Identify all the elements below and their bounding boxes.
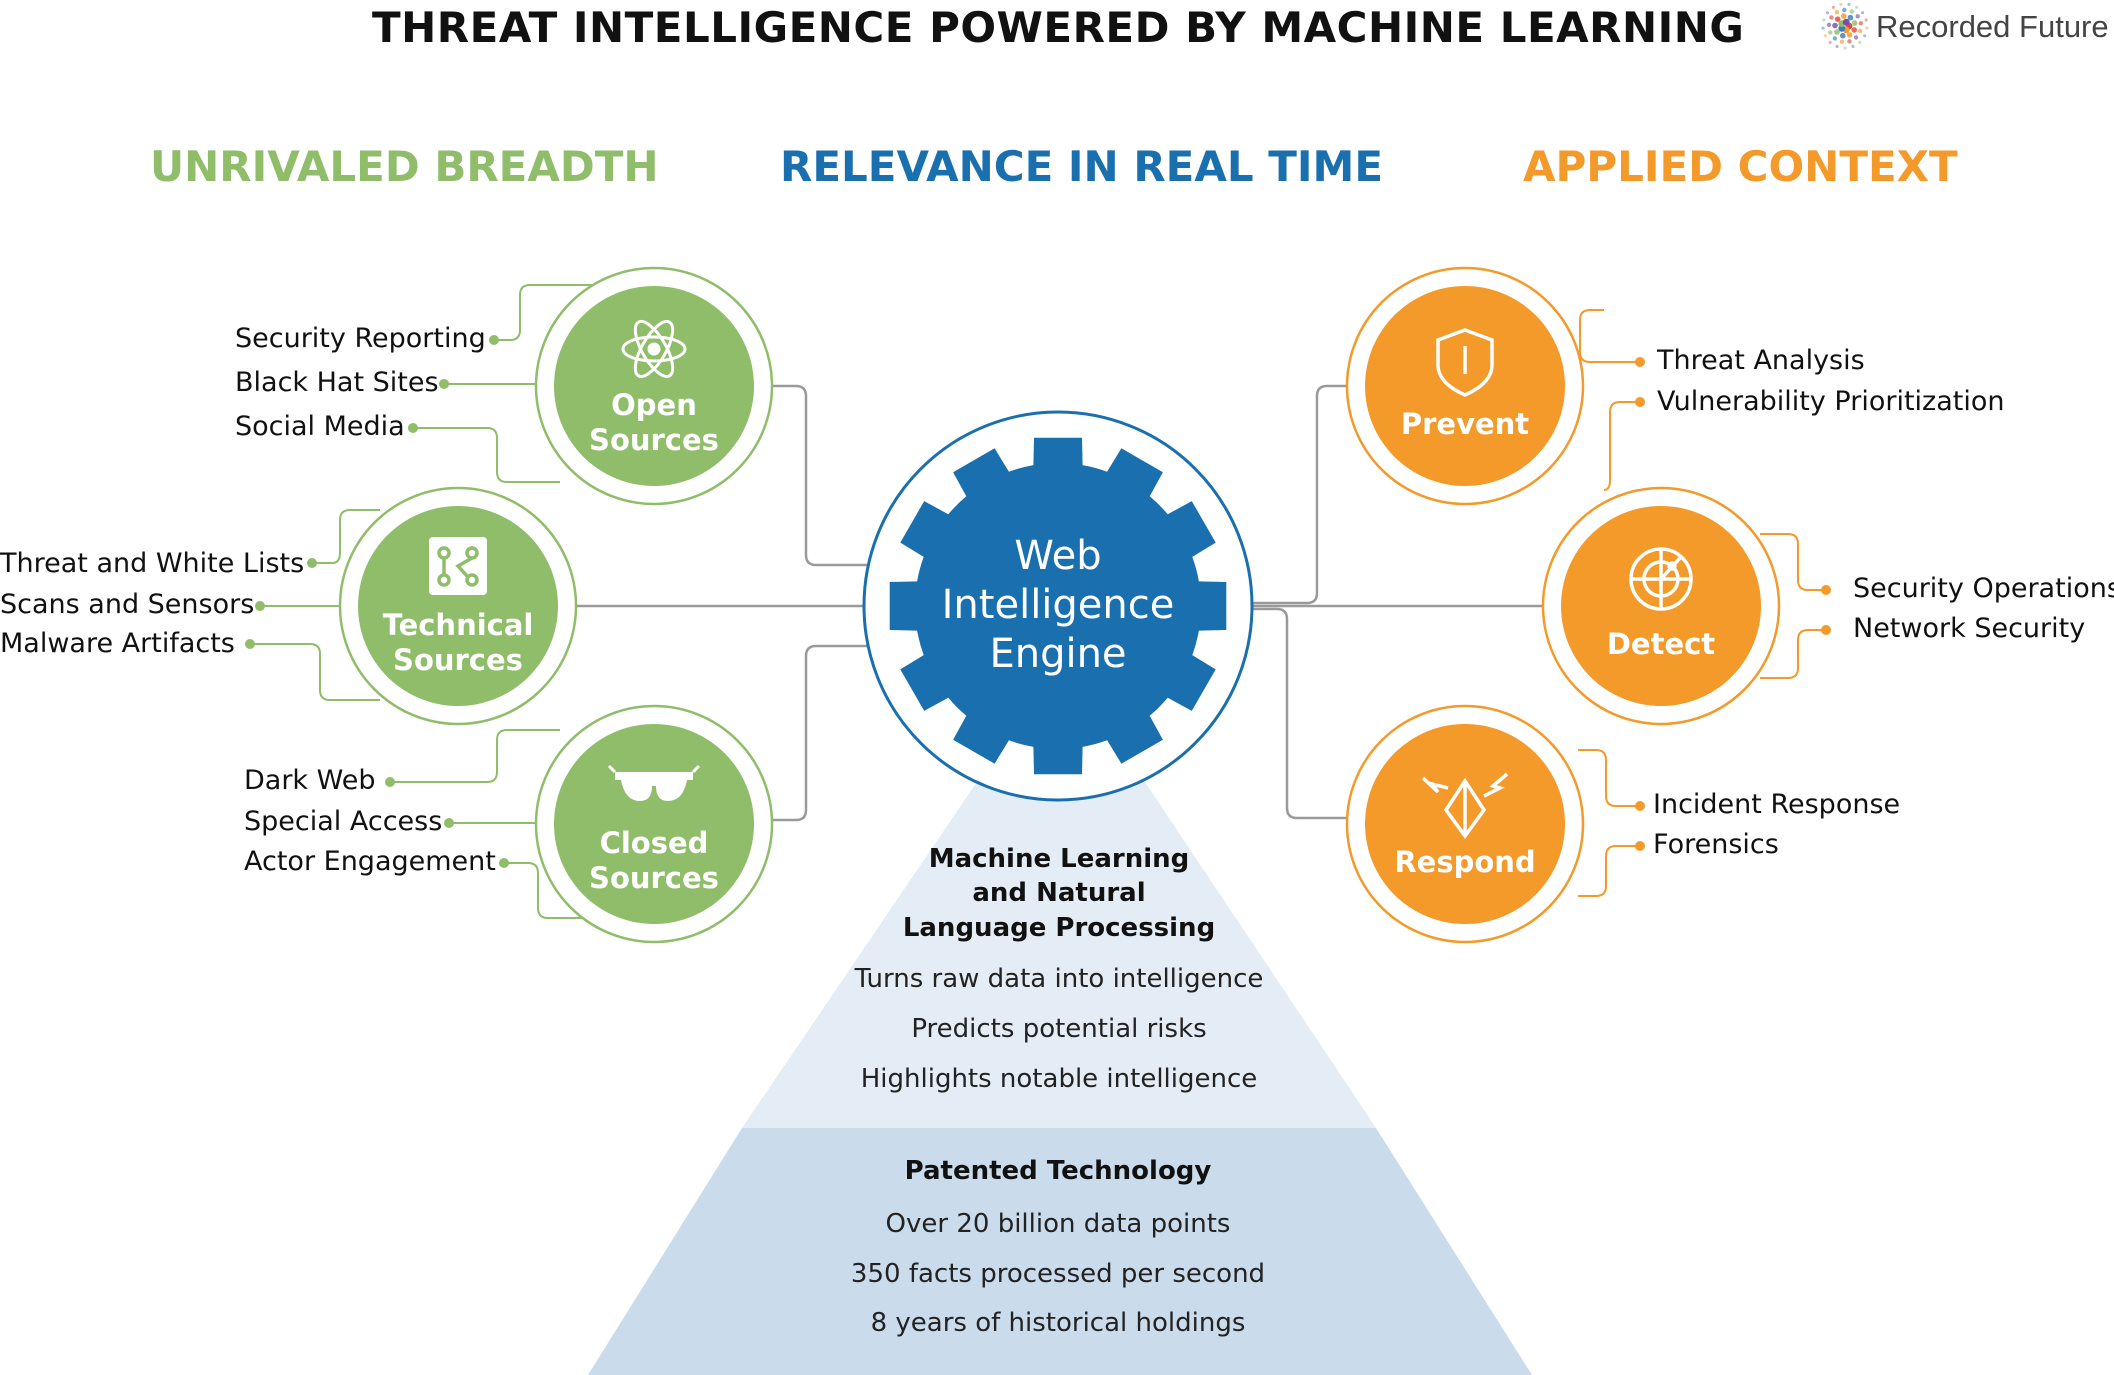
pyramid-upper-line: Predicts potential risks	[911, 1014, 1207, 1044]
source-connectors	[576, 384, 869, 822]
source-item: Actor Engagement	[244, 846, 496, 877]
source-label: Open Sources	[589, 388, 719, 457]
column-heading-left: UNRIVALED BREADTH	[150, 142, 659, 191]
column-heading-center: RELEVANCE IN REAL TIME	[780, 142, 1384, 191]
pyramid-upper-line: Turns raw data into intelligence	[854, 964, 1264, 994]
action-leaders	[1578, 309, 1826, 897]
source-item: Malware Artifacts	[0, 628, 235, 659]
sunglasses-icon	[607, 764, 701, 801]
source-technical	[338, 486, 578, 726]
source-item: Threat and White Lists	[0, 548, 305, 579]
action-leader-dots	[1635, 357, 1831, 851]
action-respond	[1345, 704, 1585, 944]
pyramid	[588, 770, 1532, 1375]
pyramid-lower-tier	[588, 1128, 1532, 1375]
source-leaders	[250, 284, 592, 919]
pyramid-upper-line: Highlights notable intelligence	[860, 1064, 1258, 1094]
source-open	[534, 266, 774, 506]
action-item: Security Operations	[1853, 573, 2114, 604]
action-label: Prevent	[1400, 407, 1530, 441]
radar-icon	[1629, 547, 1693, 611]
brand-name: Recorded Future	[1876, 9, 2109, 44]
action-item: Threat Analysis	[1657, 345, 1865, 376]
alert-crystal-icon	[1421, 772, 1509, 839]
web-intelligence-engine	[862, 410, 1254, 802]
action-prevent	[1345, 266, 1585, 506]
shield-icon	[1436, 328, 1494, 397]
page-title: THREAT INTELLIGENCE POWERED BY MACHINE L…	[372, 3, 1745, 52]
source-item: Security Reporting	[235, 323, 486, 354]
source-item: Dark Web	[244, 765, 376, 796]
source-item: Scans and Sensors	[0, 589, 255, 620]
source-closed	[534, 704, 774, 944]
action-detect	[1541, 486, 1781, 726]
source-leader-dots	[245, 335, 509, 868]
action-connectors	[1252, 384, 1544, 820]
source-item: Social Media	[235, 411, 405, 442]
recorded-future-logo-icon	[1821, 2, 1869, 50]
circuit-icon	[429, 537, 487, 595]
source-label: Closed Sources	[589, 826, 719, 895]
action-item: Vulnerability Prioritization	[1657, 386, 2005, 417]
source-label: Technical Sources	[382, 608, 534, 677]
engine-label: Web Intelligence Engine	[941, 533, 1175, 677]
column-heading-right: APPLIED CONTEXT	[1523, 142, 1958, 191]
action-item: Network Security	[1853, 613, 2086, 644]
atom-icon	[621, 319, 687, 379]
pyramid-upper-tier	[742, 770, 1376, 1128]
pyramid-lower-line: 8 years of historical holdings	[870, 1308, 1246, 1338]
source-item: Black Hat Sites	[235, 367, 439, 398]
source-item: Special Access	[244, 806, 443, 837]
pyramid-lower-line: Over 20 billion data points	[885, 1209, 1231, 1239]
action-item: Incident Response	[1653, 789, 1901, 820]
pyramid-lower-heading: Patented Technology	[904, 1156, 1212, 1186]
action-label: Respond	[1394, 845, 1536, 879]
gear-icon	[889, 437, 1227, 775]
pyramid-upper-heading: Machine Learning and Natural Language Pr…	[902, 844, 1216, 943]
pyramid-lower-line: 350 facts processed per second	[850, 1259, 1266, 1289]
action-item: Forensics	[1653, 829, 1779, 860]
action-label: Detect	[1606, 627, 1716, 661]
